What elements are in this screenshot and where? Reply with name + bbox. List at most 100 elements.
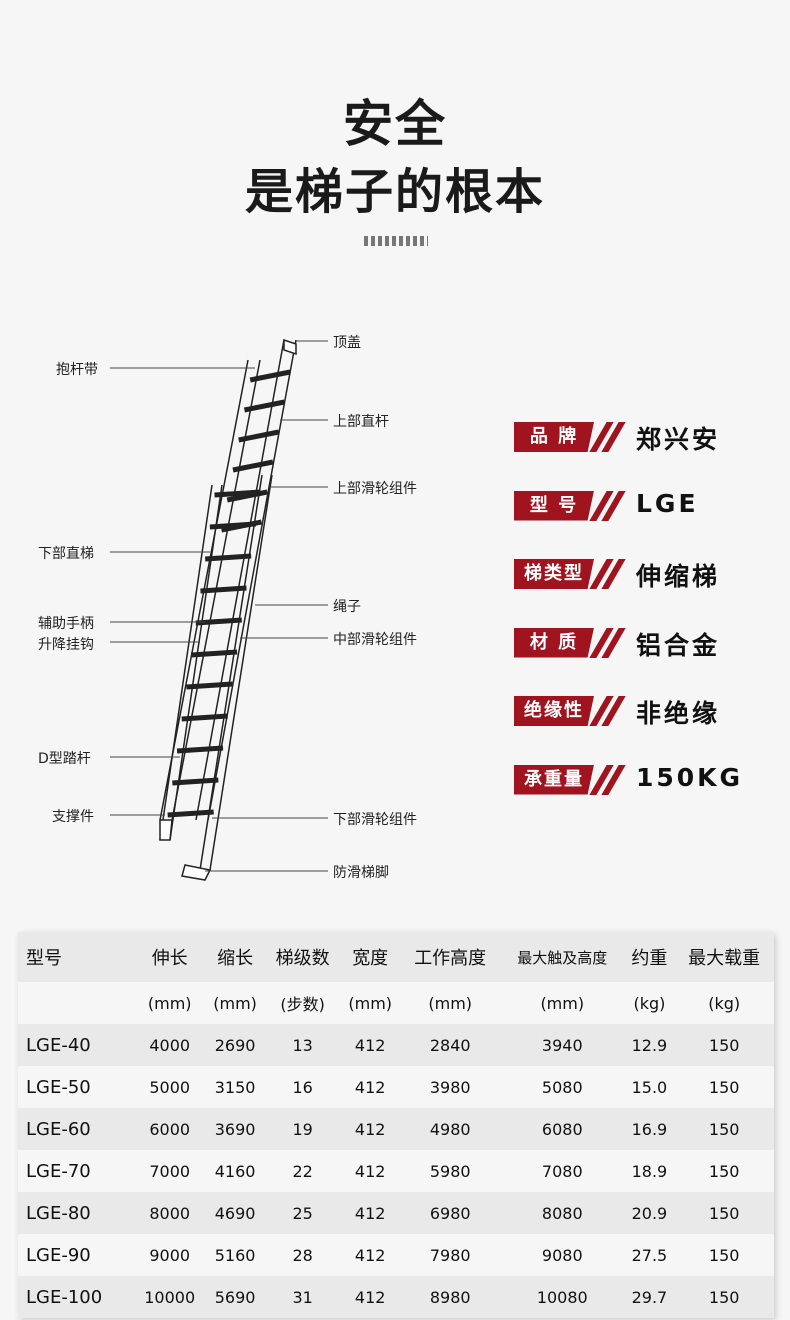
units-row: (mm)(mm)(步数)(mm)(mm)(mm)(kg)(kg) bbox=[18, 982, 774, 1024]
rung bbox=[167, 809, 214, 818]
rung bbox=[214, 489, 261, 498]
rung bbox=[204, 553, 252, 562]
unit-cell: (mm) bbox=[147, 993, 192, 1013]
column-header: 工作高度 bbox=[414, 948, 487, 969]
table-cell: 8980 bbox=[429, 1287, 471, 1307]
label-top-cap: 顶盖 bbox=[333, 335, 361, 351]
table-cell: 8080 bbox=[541, 1203, 583, 1223]
table-cell: LGE-70 bbox=[26, 1160, 91, 1182]
rung bbox=[200, 585, 247, 594]
ladder-diagram bbox=[110, 338, 328, 881]
table-cell: 412 bbox=[354, 1245, 386, 1265]
spec-item: 梯类型 伸缩梯 bbox=[514, 559, 744, 591]
table-cell: 9000 bbox=[149, 1245, 191, 1265]
table-cell: 4000 bbox=[149, 1035, 191, 1055]
spec-item: 绝缘性 非绝缘 bbox=[514, 696, 744, 728]
spec-label: 材 质 bbox=[514, 627, 594, 658]
divider-dots bbox=[364, 236, 428, 246]
table-cell: 15.0 bbox=[631, 1077, 668, 1097]
table-cell: LGE-40 bbox=[26, 1034, 91, 1056]
unit-cell bbox=[18, 982, 134, 1024]
spec-label: 型 号 bbox=[514, 490, 594, 521]
unit-cell: (mm) bbox=[348, 993, 393, 1013]
table-cell: 5690 bbox=[214, 1287, 256, 1307]
table-cell: 6980 bbox=[429, 1203, 471, 1223]
label-lower-ladder: 下部直梯 bbox=[38, 546, 94, 562]
table-cell: 150 bbox=[708, 1119, 740, 1139]
table-cell: LGE-80 bbox=[26, 1202, 91, 1224]
column-header: 梯级数 bbox=[275, 948, 330, 969]
spec-item: 承重量 150KG bbox=[514, 762, 744, 795]
column-header: 型号 bbox=[26, 948, 62, 969]
unit-cell: (kg) bbox=[633, 993, 666, 1013]
table-cell: 4690 bbox=[214, 1203, 256, 1223]
title-line1: 安全 bbox=[343, 95, 447, 153]
table-cell: 150 bbox=[708, 1203, 740, 1223]
rung bbox=[186, 681, 233, 690]
table-cell: 10080 bbox=[536, 1287, 588, 1307]
table-cell: 8000 bbox=[149, 1203, 191, 1223]
column-header: 伸长 bbox=[151, 948, 188, 969]
table-cell: 27.5 bbox=[631, 1245, 668, 1265]
spec-label: 绝缘性 bbox=[514, 696, 594, 726]
label-lower-pulley: 下部滑轮组件 bbox=[333, 812, 417, 828]
spec-value: LGE bbox=[636, 488, 699, 518]
table-cell: 10000 bbox=[144, 1287, 196, 1307]
unit-cell: (kg) bbox=[708, 993, 741, 1013]
column-header: 宽度 bbox=[352, 948, 389, 969]
table-cell: 16.9 bbox=[631, 1119, 668, 1139]
table-row: LGE-80 8000 4690 25 412 6980 8080 20.9 150 bbox=[18, 1192, 774, 1234]
rung bbox=[238, 429, 280, 443]
table-cell: 150 bbox=[708, 1077, 740, 1097]
table-cell: 7000 bbox=[149, 1161, 191, 1181]
label-upper-pulley: 上部滑轮组件 bbox=[333, 481, 417, 497]
table-cell: LGE-50 bbox=[26, 1076, 91, 1098]
column-header: 约重 bbox=[631, 948, 668, 969]
label-support: 支撑件 bbox=[52, 809, 94, 825]
unit-cell: (mm) bbox=[213, 993, 257, 1013]
table-cell: 412 bbox=[354, 1119, 386, 1139]
rung bbox=[176, 745, 224, 754]
table-cell: 16 bbox=[292, 1077, 313, 1097]
table-cell: 7080 bbox=[541, 1161, 583, 1181]
table-cell: 6080 bbox=[541, 1119, 583, 1139]
table-cell: 20.9 bbox=[631, 1203, 668, 1223]
spec-label: 品 牌 bbox=[514, 422, 594, 452]
spec-table: 型号伸长缩长梯级数宽度工作高度最大触及高度约重最大载重 (mm)(mm)(步数)… bbox=[18, 932, 774, 1318]
rung bbox=[172, 777, 219, 786]
table-cell: 28 bbox=[292, 1245, 313, 1265]
table-cell: 5000 bbox=[149, 1077, 191, 1097]
label-pole-strap: 抱杆带 bbox=[56, 362, 98, 378]
table-header-row: 型号伸长缩长梯级数宽度工作高度最大触及高度约重最大载重 bbox=[18, 932, 774, 982]
rung bbox=[181, 713, 228, 722]
rung bbox=[190, 649, 238, 658]
table-cell: 3690 bbox=[214, 1119, 256, 1139]
spec-value: 郑兴安 bbox=[636, 425, 721, 454]
spec-value: 150KG bbox=[636, 762, 744, 792]
table-cell: 3980 bbox=[429, 1077, 471, 1097]
table-cell: 5080 bbox=[541, 1077, 583, 1097]
table-cell: 13 bbox=[292, 1035, 313, 1055]
label-d-rung: D型踏杆 bbox=[38, 751, 91, 767]
rung bbox=[249, 369, 291, 383]
table-cell: 150 bbox=[708, 1287, 740, 1307]
column-header: 缩长 bbox=[217, 948, 254, 969]
table-cell: 412 bbox=[354, 1161, 386, 1181]
unit-cell: (mm) bbox=[540, 993, 585, 1013]
table-cell: 31 bbox=[292, 1287, 313, 1307]
table-cell: 412 bbox=[354, 1203, 386, 1223]
table-cell: LGE-60 bbox=[26, 1118, 91, 1140]
table-cell: 25 bbox=[292, 1203, 313, 1223]
table-cell: 5980 bbox=[429, 1161, 471, 1181]
table-cell: 412 bbox=[354, 1287, 386, 1307]
table-cell: 412 bbox=[354, 1077, 386, 1097]
table-cell: 2690 bbox=[214, 1035, 256, 1055]
unit-cell: (mm) bbox=[428, 993, 473, 1013]
column-header: 最大载重 bbox=[688, 948, 761, 969]
label-aux-handle: 辅助手柄 bbox=[38, 616, 94, 632]
